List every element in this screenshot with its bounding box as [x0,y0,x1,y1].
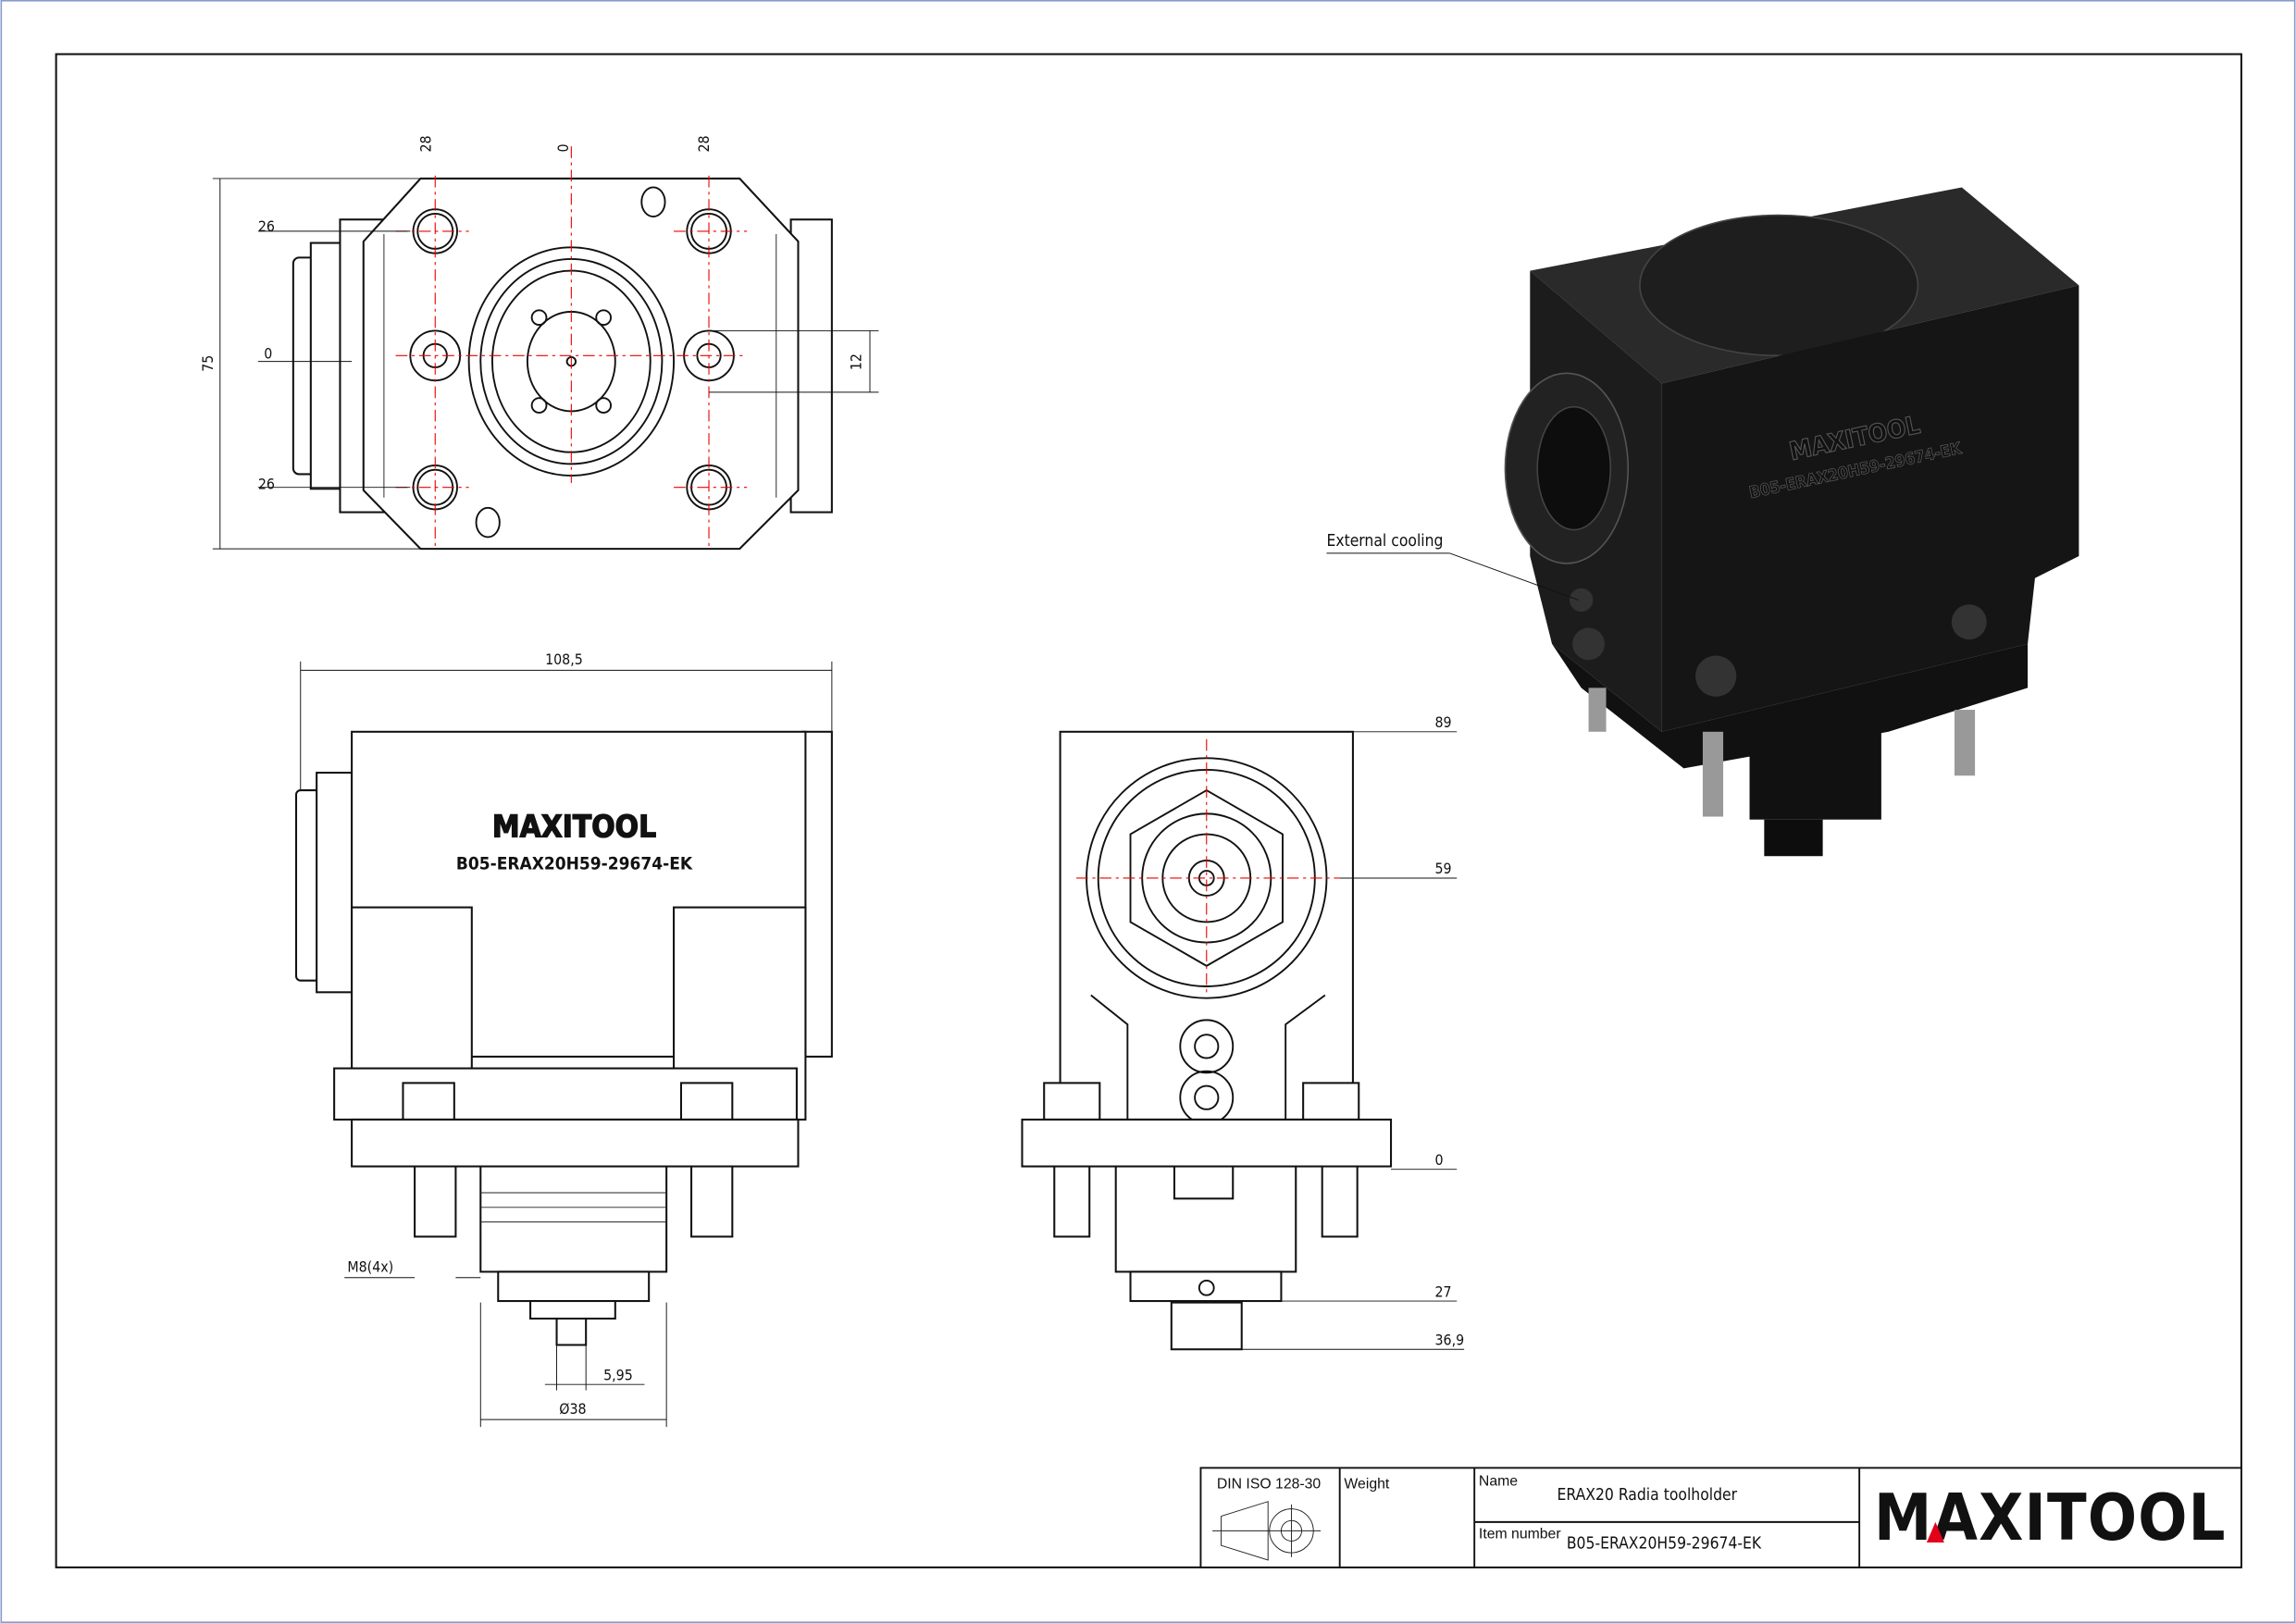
dim-y-top: 26 [258,217,275,235]
dim-thread: M8(4x) [347,1258,393,1275]
dim-width: 108,5 [545,650,583,668]
weight-label: Weight [1344,1476,1389,1492]
external-cooling-callout: External cooling [1326,532,1443,551]
dim-x-left: 28 [417,135,435,152]
front-part-engraving: B05-ERAX20H59-29674-EK [456,853,693,873]
front-brand-engraving: MAXITOOL [492,809,656,845]
dim-x-right: 28 [695,135,713,152]
logo-accent-icon [1926,1521,1944,1543]
standard-label: DIN ISO 128-30 [1217,1476,1322,1492]
iso-view: MAXITOOL B05-ERAX20H59-29674-EK External… [1326,187,2079,857]
name-label: Name [1479,1473,1518,1489]
dim-y-bottom: 26 [258,475,275,492]
drawing-frame [55,53,2242,1568]
top-view: 28 0 28 26 0 26 75 12 [199,135,879,551]
dim-height: 75 [199,355,217,372]
dim-offset: 12 [848,353,865,370]
dim-key: 5,95 [603,1366,633,1383]
front-view: MAXITOOL B05-ERAX20H59-29674-EK 108,5 M8… [294,650,833,1428]
dim-h27: 27 [1434,1282,1451,1300]
dim-x-center: 0 [554,143,572,152]
dim-h36-9: 36,9 [1434,1331,1464,1348]
item-label: Item number [1479,1526,1561,1542]
dim-diameter: Ø38 [559,1400,586,1418]
maxitool-logo: MAXITOOL [1874,1481,2226,1555]
title-block: DIN ISO 128-30 Weight Name ERAX20 Radia … [1199,1467,2242,1568]
name-value: ERAX20 Radia toolholder [1558,1486,1738,1505]
dim-h89: 89 [1434,713,1451,731]
dim-h0: 0 [1434,1151,1443,1169]
dim-y-zero: 0 [264,344,272,362]
side-view: 89 59 0 27 36,9 [1021,713,1464,1351]
dim-h59: 59 [1434,860,1451,877]
item-value: B05-ERAX20H59-29674-EK [1567,1534,1762,1553]
projection-symbol-icon [1212,1501,1322,1561]
